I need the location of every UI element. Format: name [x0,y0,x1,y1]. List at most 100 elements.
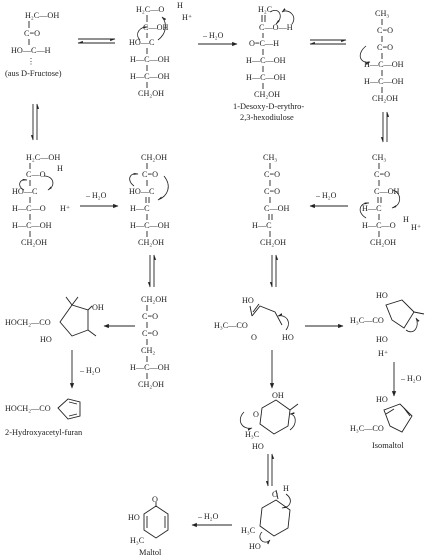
s16-line-4: HO [249,542,261,551]
s12-line-3: HO [376,335,388,344]
s4-line-1: CH₃ [375,9,389,18]
s6-line-6: CH₂OH [138,238,164,247]
s17-line-3: H₃C [130,536,145,545]
condition-c2: – H₂O [85,191,107,200]
s8-line-6: H [403,215,409,224]
equilibrium-arrow-1-5 [30,103,40,141]
s16-line-2: H [283,484,289,493]
s3-electron-arrow-1 [269,10,281,25]
s2-line-2: H [177,1,183,10]
s13-line-1: HOCH₂—CO [5,404,51,413]
s1-line-4: ⋮ [27,57,35,66]
s2-electron-arrow-2 [137,26,149,41]
s17-pyranone-ring [143,505,169,539]
s2-charge: H⁺ [182,13,192,22]
condition-c3: – H₂O [315,191,337,200]
equilibrium-arrow-1-2 [77,38,116,44]
reaction-arrow-5-6: – H₂O [80,191,119,209]
s17-line-2: HO [128,513,140,522]
s11-line-3: O [251,333,257,342]
s8-line-2: C=O [374,170,390,179]
structure-17-maltol: O HO H₃C Maltol [128,495,169,557]
s5-line-2: C—O [26,170,46,179]
s1-line-2: C=O [24,29,40,38]
s9-line-2: HO [40,335,52,344]
structure-10-diketone: CH₂OH C=O C=O CH₂ H—C—OH CH₂OH [130,295,170,389]
s9-methyl-2 [71,296,79,306]
s15-line-1: HO [376,395,388,404]
s11-chain [251,305,283,326]
reaction-arrow-12-15: – H₂O [391,362,422,397]
s8-line-7: CH₂OH [370,238,396,247]
s10-line-2: C=O [142,312,158,321]
s9-methyl-1 [65,296,73,306]
s15-caption: Isomaltol [372,441,404,450]
s3-line-1: H₂C [258,5,273,14]
s4-line-6: CH₂OH [372,94,398,103]
condition-c4: – H₂O [79,366,101,375]
s1-line-1: H₂C—OH [25,11,59,20]
s7-line-5: H—C [252,221,272,230]
s12-line-1: HO [376,291,388,300]
s8-electron-arrow-1 [391,189,401,209]
condition-c5: – H₂O [400,374,422,383]
s15-furan-ring [383,403,413,433]
s15-double-bond-1 [385,408,395,415]
s14-line-4: HO [252,442,264,451]
reaction-arrow-2-3: – H₂O [198,31,238,47]
s7-line-6: CH₂OH [260,238,286,247]
s2-line-4: HO—C [129,38,155,47]
s5-charge: H⁺ [60,204,70,213]
s11-line-2: H₃C—CO [214,321,248,330]
s12-ring [385,299,415,329]
s6-electron-arrow-1 [129,172,139,187]
s14-methyl [289,403,299,411]
s13-double-bond-1 [68,401,78,405]
s14-line-2: O [253,410,259,419]
structure-4-diketone: CH₃ C=O C=O H—C—OH H—C—OH CH₂OH [359,9,404,103]
structure-13-hydroxyacetyl-furan: HOCH₂—CO 2-Hydroxyacetyl-furan [5,398,83,437]
s7-line-1: CH₃ [263,153,277,162]
s4-line-4: H—C—OH [364,60,404,69]
s6-electron-arrow-2 [157,175,169,201]
s8-line-5: H—C—O [362,221,396,230]
s2-line-5: H—C—OH [130,55,170,64]
structure-9-cyclic-hemiketal: HOCH₂—CO HO OH [5,296,104,344]
s14-line-1: OH [272,391,284,400]
s1-caption: (aus D-Fructose) [5,69,62,78]
s11-line-1: HO [242,296,254,305]
s5-line-3: H [57,164,63,173]
s5-electron-arrow-2 [19,178,28,191]
s16-line-1: O [272,490,278,499]
reaction-arrow-16-17: – H₂O [191,512,232,528]
s5-line-7: CH₂OH [21,238,47,247]
s4-electron-arrow [359,45,371,65]
s14-ring [259,399,291,435]
s9-line-3: OH [92,303,104,312]
s6-line-1: CH₂OH [141,153,167,162]
s2-line-7: CH₂OH [138,89,164,98]
s3-caption-line-1: 1-Desoxy-D-erythro- [233,102,304,111]
s6-line-2: C=O [142,170,158,179]
s2-electron-arrow-1 [157,16,167,41]
structure-1-fructose-fragment: H₂C—OH C=O HO—C—H ⋮ (aus D-Fructose) [5,11,62,78]
s2-line-3: C—OH [143,23,169,32]
s5-electron-arrow-1 [43,175,54,191]
s5-line-1: H₂C—OH [26,153,60,162]
s16-oh-bond [275,489,279,500]
s3-line-5: H—C—OH [246,73,286,82]
s7-line-4: C—OH [264,204,290,213]
reaction-arrow-9-13: – H₂O [69,350,101,389]
s15-line-2: H₃C—CO [350,424,384,433]
s12-line-4: H⁺ [378,349,388,358]
s12-line-2: H₃C—CO [350,316,384,325]
s9-ring [59,304,89,337]
condition-c6: – H₂O [197,512,219,521]
equilibrium-arrow-7-11 [269,254,279,288]
s10-line-3: C=O [142,329,158,338]
s4-line-3: C=O [377,43,393,52]
s13-furan-ring [57,398,81,420]
s9-line-1: HOCH₂—CO [5,318,51,327]
s8-line-1: CH₃ [372,153,386,162]
